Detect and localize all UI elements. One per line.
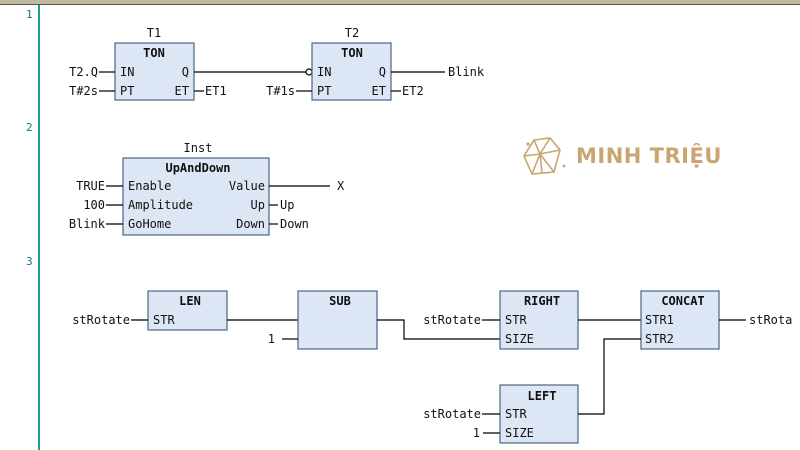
right-pin-size: SIZE [505,332,534,346]
len-block[interactable]: LEN STR [147,290,228,331]
network-gutter [0,5,38,450]
left-pin-str: STR [505,407,527,421]
sub-in2-variable[interactable]: 1 [268,332,275,346]
inst-pin-enable: Enable [128,179,171,193]
negation-circle-t2-in [305,68,313,76]
sub-block-type: SUB [329,294,351,308]
right-str-variable[interactable]: stRotate [423,313,481,327]
t1-pin-et: ET [175,84,189,98]
network-number-1[interactable]: 1 [26,8,33,21]
wire-sub-to-right-size [377,319,500,340]
concat-pin-str1: STR1 [645,313,674,327]
logo-text: MINH TRIỆU [576,144,722,168]
t2-block-type: TON [341,46,363,60]
inst-instance-name: Inst [184,141,213,155]
gutter-separator [38,5,40,450]
inst-up-variable[interactable]: Up [280,198,294,212]
network-number-3[interactable]: 3 [26,255,33,268]
len-block-body[interactable] [147,290,228,331]
inst-pin-gohome: GoHome [128,217,171,231]
concat-block-body[interactable] [640,290,720,350]
t1-in-variable[interactable]: T2.Q [69,65,98,79]
inst-amplitude-variable[interactable]: 100 [83,198,105,212]
t2-q-variable[interactable]: Blink [448,65,485,79]
t2-et-variable[interactable]: ET2 [402,84,424,98]
left-size-variable[interactable]: 1 [473,426,480,440]
t2-pin-in: IN [317,65,331,79]
wire-left-to-concat-str2 [578,338,641,415]
t1-et-variable[interactable]: ET1 [205,84,227,98]
concat-pin-str2: STR2 [645,332,674,346]
left-block[interactable]: LEFT STR SIZE [499,384,579,444]
inst-pin-amplitude: Amplitude [128,198,193,212]
t1-instance-name: T1 [147,26,161,40]
t1-pin-in: IN [120,65,134,79]
len-str-variable[interactable]: stRotate [72,313,130,327]
len-pin-str: STR [153,313,175,327]
gem-icon [523,137,566,175]
inst-enable-variable[interactable]: TRUE [76,179,105,193]
t1-pt-variable[interactable]: T#2s [69,84,98,98]
window-top-border-line [0,4,800,5]
inst-down-variable[interactable]: Down [280,217,309,231]
inst-block-body[interactable] [122,157,270,236]
t1-block-body[interactable] [114,42,195,101]
inst-block-type: UpAndDown [165,161,230,175]
window-top-border [0,0,800,4]
updown-block-inst[interactable]: Inst UpAndDown Enable Amplitude GoHome V… [122,141,270,236]
concat-block[interactable]: CONCAT STR1 STR2 [640,290,720,350]
t2-instance-name: T2 [345,26,359,40]
network-number-2[interactable]: 2 [26,121,33,134]
left-str-variable[interactable]: stRotate [423,407,481,421]
concat-out-variable[interactable]: stRota [749,313,792,327]
t2-pin-pt: PT [317,84,331,98]
ton-block-t1[interactable]: T1 TON IN PT Q ET [114,26,195,101]
right-block-type: RIGHT [524,294,560,308]
right-block[interactable]: RIGHT STR SIZE [499,290,579,350]
inst-pin-up: Up [251,198,265,212]
t2-pt-variable[interactable]: T#1s [266,84,295,98]
inst-value-variable[interactable]: X [337,179,345,193]
left-pin-size: SIZE [505,426,534,440]
ton-block-t2[interactable]: T2 TON IN PT Q ET [311,26,392,101]
right-pin-str: STR [505,313,527,327]
len-block-type: LEN [179,294,201,308]
concat-block-type: CONCAT [661,294,704,308]
watermark-logo: MINH TRIỆU [520,136,730,178]
t2-pin-et: ET [372,84,386,98]
t2-block-body[interactable] [311,42,392,101]
t1-pin-pt: PT [120,84,134,98]
left-block-type: LEFT [528,389,557,403]
inst-gohome-variable[interactable]: Blink [69,217,106,231]
t1-block-type: TON [143,46,165,60]
t2-pin-q: Q [379,65,386,79]
inst-pin-value: Value [229,179,265,193]
t1-pin-q: Q [182,65,189,79]
sub-block[interactable]: SUB [297,290,378,350]
inst-pin-down: Down [236,217,265,231]
left-block-body[interactable] [499,384,579,444]
